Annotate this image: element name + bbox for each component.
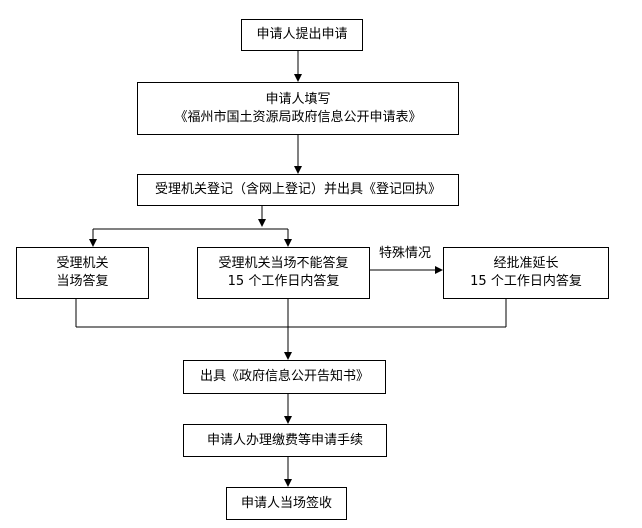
branch-left-line1: 受理机关	[56, 256, 109, 271]
branch-right-line1: 经批准延长	[493, 256, 559, 271]
step-fill-form-line2: 《福州市国土资源局政府信息公开申请表》	[174, 109, 422, 125]
branch-right-line2: 15 个工作日内答复	[470, 274, 582, 289]
step-submit-application: 申请人提出申请	[241, 19, 363, 51]
branch-mid-line1: 受理机关当场不能答复	[218, 256, 349, 271]
step-pay-fees-label: 申请人办理缴费等申请手续	[206, 432, 363, 448]
branch-immediate-reply: 受理机关 当场答复	[16, 247, 149, 299]
step-pay-fees: 申请人办理缴费等申请手续	[183, 424, 387, 457]
branch-mid-line2: 15 个工作日内答复	[227, 274, 340, 289]
step-fill-form: 申请人填写 《福州市国土资源局政府信息公开申请表》	[137, 82, 459, 135]
step-register-label: 受理机关登记（含网上登记）并出具《登记回执》	[154, 182, 441, 197]
special-case-label: 特殊情况	[379, 246, 432, 261]
step-fill-form-line1: 申请人填写	[265, 91, 331, 107]
step-issue-notice: 出具《政府信息公开告知书》	[183, 360, 386, 394]
branch-left-line2: 当场答复	[56, 274, 109, 289]
step-issue-notice-label: 出具《政府信息公开告知书》	[199, 369, 369, 384]
branch-15-day-reply: 受理机关当场不能答复 15 个工作日内答复	[197, 247, 370, 299]
step-submit-label: 申请人提出申请	[256, 27, 348, 42]
step-sign-receipt: 申请人当场签收	[226, 487, 347, 520]
branch-extended-reply: 经批准延长 15 个工作日内答复	[443, 247, 609, 299]
step-sign-receipt-label: 申请人当场签收	[240, 495, 332, 511]
step-register-receipt: 受理机关登记（含网上登记）并出具《登记回执》	[137, 174, 459, 206]
